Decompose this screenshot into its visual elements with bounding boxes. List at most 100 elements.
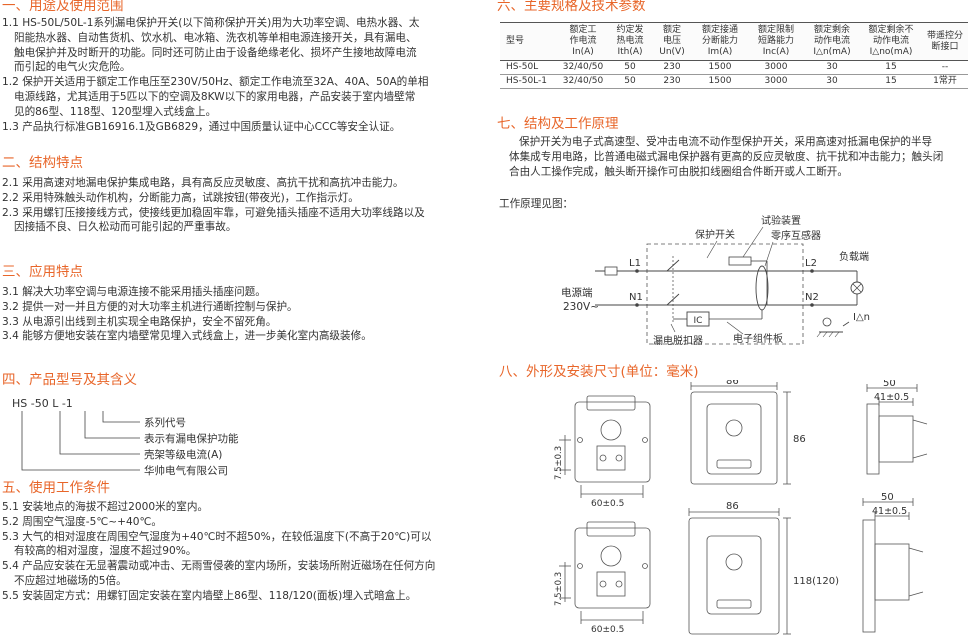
text-line: 3.1 解决大功率空调与电源连接不能采用插头插座问题。 (2, 286, 266, 298)
dimension-drawings: 86 86 50 41±0.5 60±0.5 7.5±0.3 86 118(12… (554, 380, 928, 635)
table-cell: 30 (826, 76, 838, 86)
section-4-title: 四、产品型号及其含义 (2, 372, 137, 388)
label-test-device: 试验装置 (761, 214, 801, 227)
mechanism-front-bottom (574, 521, 651, 609)
text-line: 5.5 安装固定方式：用螺钉固定安装在室内墙壁上86型、118/120(面板)埋… (2, 589, 417, 602)
code-label-series: 系列代号 (144, 416, 186, 429)
text-line: 2.3 采用螺钉压接接线方式，使接线更加稳固牢靠，可避免插头插座不适用大功率线路… (2, 206, 425, 219)
front-plate-top (690, 391, 778, 485)
test-device-icon (728, 256, 752, 266)
table-cell: 1常开 (933, 76, 957, 86)
ground-person-icon (822, 317, 832, 327)
side-view-bottom (862, 519, 924, 633)
right-column: 六、主要规格及技术参数 型号 额定工 作电流 In(A) 约定发 热电流 Ith… (497, 0, 974, 639)
label-protect-switch: 保护开关 (695, 228, 735, 241)
section-2-body: 2.1 采用高速对地漏电保护集成电路，具有高反应灵敏度、高抗干扰和高抗冲击能力。… (2, 176, 425, 235)
front-plate-bottom (688, 517, 780, 635)
section-1-title: 一、用途及使用范围 (2, 0, 124, 14)
section-7-body: 保护开关为电子式高速型、受冲击电流不动作型保护开关，采用高速对抵漏电保护的半导 … (497, 135, 943, 179)
section-1-body: 1.1 HS-50L/50L-1系列漏电保护开关(以下简称保护开关)用为大功率空… (2, 16, 428, 134)
text-line: 1.3 产品执行标准GB16916.1及GB6829，通过中国质量认证中心CCC… (2, 120, 401, 133)
table-row: HS-50L-1 32/40/50 50 230 1500 3000 30 15… (500, 75, 968, 89)
dim-50-top: 50 (883, 380, 896, 389)
table-cell: HS-50L (506, 62, 539, 72)
text-line: 因接插不良、日久松动而可能引起的严重事故。 (14, 221, 237, 234)
dim-86-bottom: 86 (726, 501, 739, 512)
col-header: 额定剩余 动作电流 I△n(mA) (813, 25, 851, 57)
section-5-title: 五、使用工作条件 (2, 480, 110, 496)
table-cell: 32/40/50 (562, 76, 604, 86)
text-line: 阳能热水器、自动售货机、饮水机、电冰箱、洗衣机等单相电源连接开关，具有漏电、 (14, 31, 417, 44)
code-label-company: 华帅电气有限公司 (144, 464, 228, 477)
text-line: 见的86型、118型、120型埋入式线盒上。 (14, 105, 217, 118)
col-header: 额定剩余不 动作电流 I△no(mA) (868, 25, 914, 57)
model-code-diagram: HS -50 L -1 系列代号 表示有漏电保护功能 壳架等级电流(A) 华帅电… (12, 397, 239, 477)
text-line: 2.1 采用高速对地漏电保护集成电路，具有高反应灵敏度、高抗干扰和高抗冲击能力。 (2, 177, 404, 189)
table-cell: 230 (663, 76, 681, 86)
col-header: 带遥控分 断接口 (926, 30, 963, 52)
table-cell: -- (941, 62, 949, 72)
code-label-leakage: 表示有漏电保护功能 (144, 432, 239, 445)
section-3-body: 3.1 解决大功率空调与电源连接不能采用插头插座问题。 3.2 提供一对一并且方… (2, 285, 372, 344)
section-3-title: 三、应用特点 (2, 264, 83, 280)
table-cell: 3000 (764, 76, 788, 86)
table-cell: 30 (826, 62, 838, 72)
section-2-title: 二、结构特点 (2, 155, 83, 171)
diagram-caption: 工作原理见图： (499, 198, 574, 210)
table-cell: 1500 (708, 76, 732, 86)
zero-sequence-ct-icon (755, 265, 769, 311)
section-6-title: 六、主要规格及技术参数 (497, 0, 646, 14)
text-line: 1.2 保护开关适用于额定工作电压至230V/50Hz、额定工作电流至32A、4… (2, 76, 429, 89)
svg-text:IC: IC (694, 316, 703, 326)
table-cell: 15 (885, 76, 897, 86)
section-8-title: 八、外形及安装尺寸(单位：毫米) (499, 364, 699, 380)
spec-table: 型号 额定工 作电流 In(A) 约定发 热电流 Ith(A) 额定 电压 Un… (500, 22, 968, 89)
col-header: 型号 (506, 36, 525, 46)
table-cell: 3000 (764, 62, 788, 72)
text-line: 3.4 能够方便地安装在室内墙壁常见埋入式线盒上，进一步美化室内高级装修。 (2, 330, 372, 343)
text-line: 电源线路，尤其适用于5匹以下的空调及8KW以下的家用电器，产品安装于室内墙壁常 (14, 90, 416, 103)
label-L1: L1 (629, 258, 641, 269)
label-zero-ct: 零序互感器 (771, 229, 821, 242)
text-line: 5.3 大气的相对湿度在周围空气湿度为+40℃时不超50%，在较低温度下(不高于… (2, 530, 432, 543)
col-header: 额定 电压 Un(V) (659, 25, 685, 57)
code-label-frame-current: 壳架等级电流(A) (144, 448, 222, 461)
dim-86-top: 86 (726, 380, 739, 387)
table-cell: 50 (624, 62, 636, 72)
col-header: 额定工 作电流 In(A) (569, 25, 597, 57)
text-line: 有较高的相对湿度，湿度不超过90%。 (14, 545, 197, 558)
table-row: HS-50L 32/40/50 50 230 1500 3000 30 15 -… (500, 61, 968, 75)
model-code: HS -50 L -1 (12, 397, 73, 410)
left-column: 一、用途及使用范围 1.1 HS-50L/50L-1系列漏电保护开关(以下简称保… (0, 0, 480, 639)
dim-118-height: 118(120) (793, 576, 839, 587)
working-principle-diagram: IC 保护开关 试验装置 零序互感器 负载端 电源端 230V~ L1 N1 L… (561, 214, 870, 347)
text-line: 触电保护并及时断开的功能。同时还可防止由于设备绝缘老化、损坏产生接地故障电流 (14, 46, 417, 59)
dim-7.5-bottom: 7.5±0.3 (554, 572, 564, 606)
table-cell: HS-50L-1 (506, 76, 548, 86)
spec-table-header: 型号 额定工 作电流 In(A) 约定发 热电流 Ith(A) 额定 电压 Un… (500, 22, 968, 61)
label-voltage: 230V~ (563, 301, 599, 313)
text-line: 2.2 采用特殊触头动作机构，分断能力高，试跳按钮(带夜光)，工作指示灯。 (2, 191, 359, 204)
label-source-end: 电源端 (561, 286, 593, 299)
label-L2: L2 (805, 258, 817, 269)
table-cell: 32/40/50 (562, 62, 604, 72)
label-N2: N2 (805, 292, 819, 303)
dim-7.5-top: 7.5±0.3 (554, 446, 564, 480)
table-cell: 1500 (708, 62, 732, 72)
table-cell: 230 (663, 62, 681, 72)
dim-41-top: 41±0.5 (874, 392, 909, 403)
text-line: 3.2 提供一对一并且方便的对大功率主机进行通断控制与保护。 (2, 300, 298, 313)
text-line: 体集成专用电路，比普通电磁式漏电保护器有更高的反应灵敏度、抗干扰和冲击能力；触头… (509, 150, 944, 163)
text-line: 5.1 安装地点的海拔不超过2000米的室内。 (2, 501, 209, 513)
text-line: 而引起的电气火灾危险。 (14, 61, 131, 74)
dim-41-bottom: 41±0.5 (872, 506, 907, 517)
dim-50-bottom: 50 (881, 492, 894, 503)
side-view-top (866, 403, 928, 475)
label-N1: N1 (629, 292, 643, 303)
label-load-end: 负载端 (839, 250, 869, 263)
text-line: 3.3 从电源引出线到主机实现全电路保护，安全不留死角。 (2, 315, 277, 328)
col-header: 约定发 热电流 Ith(A) (616, 25, 644, 57)
text-line: 合由人工操作完成，触头断开操作可由脱扣线圈组合件断开或人工断开。 (509, 165, 848, 178)
col-header: 额定限制 短路能力 Inc(A) (757, 25, 794, 57)
text-line: 5.2 周围空气湿度-5℃~+40℃。 (2, 515, 162, 528)
